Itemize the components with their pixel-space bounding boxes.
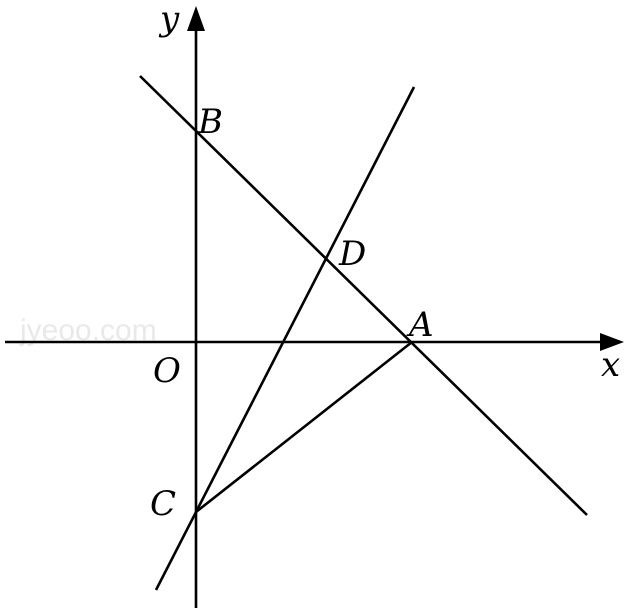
- point-a-label: A: [406, 305, 434, 345]
- x-axis-label: x: [601, 345, 620, 385]
- origin-label: O: [153, 351, 181, 391]
- point-b-label: B: [197, 102, 223, 142]
- point-c-label: C: [150, 484, 176, 524]
- y-axis-arrow: [187, 6, 205, 31]
- y-axis-label: y: [158, 0, 180, 39]
- line-cd: [154, 86, 416, 591]
- segment-ca: [195, 340, 413, 514]
- point-d-label: D: [338, 234, 366, 274]
- x-axis-arrow: [600, 333, 624, 351]
- line-ba: [139, 75, 588, 516]
